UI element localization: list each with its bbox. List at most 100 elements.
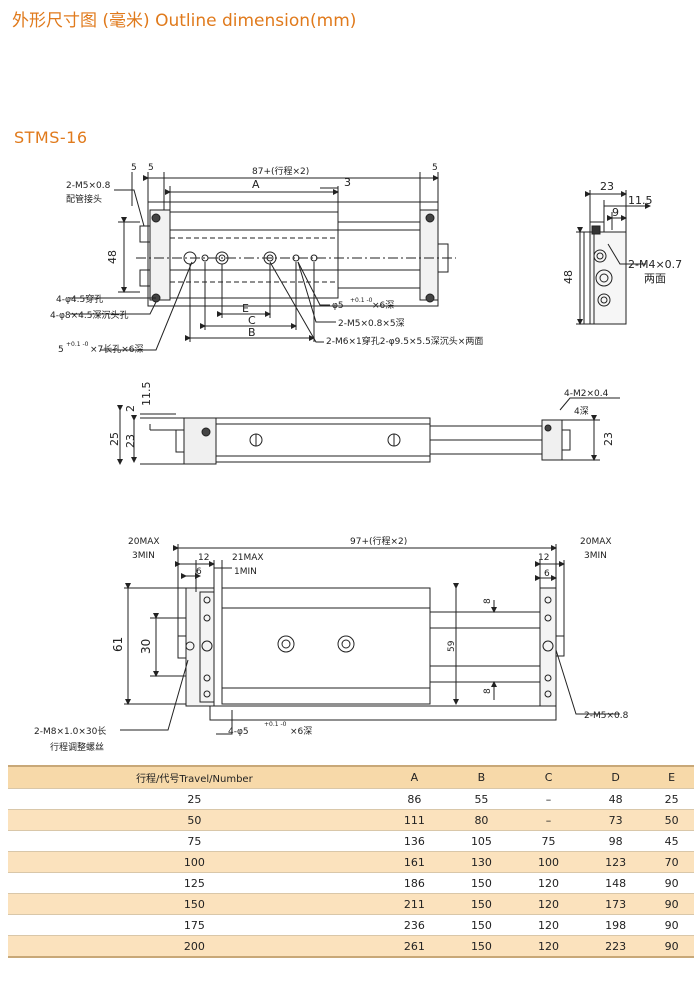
mid-dim-23: 23	[124, 434, 137, 448]
dim-C: C	[248, 314, 256, 327]
mid-dim-11-5: 11.5	[140, 382, 153, 407]
table-cell: 150	[447, 935, 515, 958]
bot-12-right: 12	[538, 553, 549, 563]
bot-3min-right: 3MIN	[584, 551, 607, 561]
table-cell: –	[515, 788, 583, 810]
hole-label-2: 4-φ8×4.5深沉头孔	[50, 310, 129, 321]
side-dim-23: 23	[600, 180, 614, 193]
table-header-row: 行程/代号Travel/Number A B C D E	[8, 765, 694, 789]
side-dim-9: 9	[612, 206, 619, 219]
table-cell: 200	[8, 935, 381, 958]
table-cell: 100	[8, 851, 381, 873]
side-m4-label: 2-M4×0.7	[628, 258, 682, 271]
table-cell: 123	[582, 851, 650, 873]
mid-dim-2: 2	[124, 405, 137, 412]
dim-top-5b: 5	[148, 163, 154, 173]
bot-20max-left: 20MAX	[128, 537, 160, 547]
table-cell: 150	[447, 872, 515, 894]
table-cell: 125	[8, 872, 381, 894]
table-cell: –	[515, 809, 583, 831]
col-header-c: C	[515, 765, 583, 789]
slot-label-b: ×7长孔×6深	[90, 343, 144, 355]
bot-dim-61: 61	[111, 637, 125, 652]
table-row: 25 86 55 – 48 25	[8, 788, 694, 810]
side-view	[576, 190, 651, 325]
table-cell: 120	[515, 935, 583, 958]
hole-label-1: 4-φ4.5穿孔	[56, 293, 103, 305]
page-title: 外形尺寸图 (毫米) Outline dimension(mm)	[12, 11, 357, 31]
bot-1min: 1MIN	[234, 567, 257, 577]
table-cell: 261	[380, 935, 448, 958]
port-note: 配管接头	[66, 193, 102, 205]
col-header-travel: 行程/代号Travel/Number	[8, 765, 381, 789]
table-row: 150 211 150 120 173 90	[8, 893, 694, 915]
mid-dim-23-right: 23	[602, 432, 615, 446]
mid-dim-25: 25	[108, 432, 121, 446]
table-cell: 136	[380, 830, 448, 852]
table-cell: 150	[447, 914, 515, 936]
table-cell: 236	[380, 914, 448, 936]
slot-label-a: 5	[58, 345, 64, 355]
table-cell: 45	[649, 830, 694, 852]
table-row: 50 111 80 – 73 50	[8, 809, 694, 831]
mid-m2-label: 4-M2×0.4	[564, 389, 609, 399]
table-cell: 175	[8, 914, 381, 936]
table-cell: 173	[582, 893, 650, 915]
col-header-a: A	[380, 765, 448, 789]
table-cell: 186	[380, 872, 448, 894]
bot-dim-8b: 8	[483, 688, 493, 694]
table-cell: 75	[515, 830, 583, 852]
table-cell: 150	[447, 893, 515, 915]
top-view	[70, 172, 456, 351]
dim-top-total: 87+(行程×2)	[252, 165, 309, 177]
bot-hole-depth: ×6深	[290, 726, 312, 737]
table-cell: 90	[649, 872, 694, 894]
col-header-e: E	[649, 765, 694, 789]
table-cell: 80	[447, 809, 515, 831]
front-view	[117, 397, 620, 465]
table-row: 100 161 130 100 123 70	[8, 851, 694, 873]
table-cell: 48	[582, 788, 650, 810]
bot-21max: 21MAX	[232, 553, 264, 563]
table-cell: 148	[582, 872, 650, 894]
dim-A: A	[252, 178, 260, 191]
technical-drawing: 5 5 87+(行程×2) 5 A 3 2-M5×0.8 配管接头 48 4-φ…	[34, 163, 682, 753]
bot-12-left: 12	[198, 553, 209, 563]
dim-48: 48	[106, 250, 119, 264]
bot-hole-tol: +0.1 -0	[264, 721, 287, 728]
table-cell: 25	[8, 788, 381, 810]
side-dim-11-5: 11.5	[628, 194, 653, 207]
table-cell: 198	[582, 914, 650, 936]
model-label: STMS-16	[14, 128, 88, 147]
bot-6-right: 6	[544, 569, 550, 579]
table-cell: 55	[447, 788, 515, 810]
table-cell: 105	[447, 830, 515, 852]
bot-dim-59: 59	[447, 640, 457, 652]
table-cell: 25	[649, 788, 694, 810]
bot-m8-note: 行程调整螺丝	[50, 741, 104, 753]
dim-top-5c: 5	[432, 163, 438, 173]
side-m4-note: 两面	[644, 272, 666, 285]
m5-depth-label: 2-M5×0.8×5深	[338, 318, 405, 329]
bot-6-left: 6	[196, 567, 202, 577]
bot-dim-8a: 8	[483, 598, 493, 604]
dimension-table: 行程/代号Travel/Number A B C D E 25 86 55 – …	[8, 765, 694, 958]
pin-depth: ×6深	[372, 300, 394, 311]
col-header-d: D	[582, 765, 650, 789]
table-row: 175 236 150 120 198 90	[8, 914, 694, 936]
table-cell: 90	[649, 935, 694, 958]
bot-dim-30: 30	[139, 639, 153, 654]
table-cell: 211	[380, 893, 448, 915]
m6-label: 2-M6×1穿孔2-φ9.5×5.5深沉头×两面	[326, 335, 483, 347]
slot-tol: +0.1 -0	[66, 341, 89, 348]
table-cell: 161	[380, 851, 448, 873]
dim-E: E	[242, 302, 249, 315]
table-cell: 120	[515, 893, 583, 915]
table-cell: 223	[582, 935, 650, 958]
table-cell: 90	[649, 914, 694, 936]
table-cell: 70	[649, 851, 694, 873]
dim-3: 3	[344, 176, 351, 189]
mid-m2-depth: 4深	[574, 406, 589, 417]
table-row: 200 261 150 120 223 90	[8, 935, 694, 958]
table-cell: 73	[582, 809, 650, 831]
